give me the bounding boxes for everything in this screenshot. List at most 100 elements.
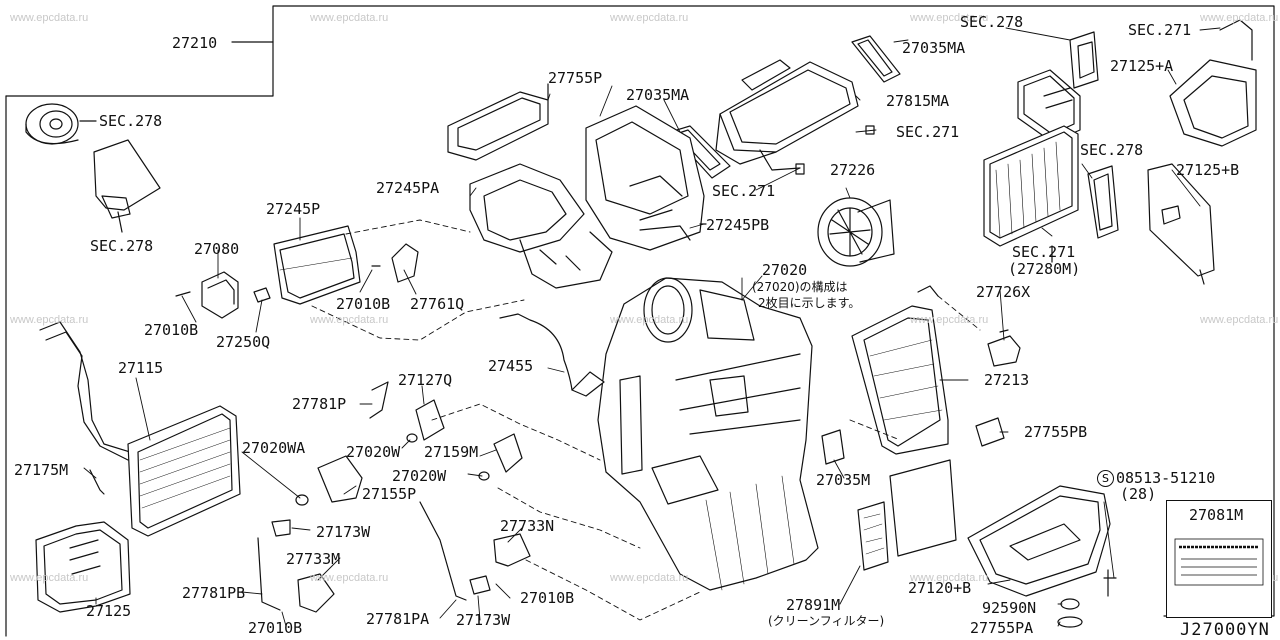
damper-27035m-part (821, 429, 845, 465)
label-clean-filter: (クリーンフィルター) (768, 614, 885, 628)
bracket-top-part (1069, 31, 1099, 89)
label-27455: 27455 (488, 357, 534, 375)
panel-27125b-part (1147, 163, 1215, 285)
label-27175m: 27175M (14, 461, 69, 479)
label-sec278: SEC.278 (90, 237, 154, 255)
rod-27781pb-part (257, 537, 281, 611)
assembly-guide-lines (311, 219, 981, 621)
label-sec278: SEC.278 (99, 112, 163, 130)
clip-27173w-b-part (469, 575, 491, 595)
label-27726x: 27726X (976, 283, 1031, 301)
watermark: www.epcdata.ru (610, 12, 689, 24)
clip-27173w-part (271, 519, 291, 537)
heater-core-27115-part (39, 321, 241, 537)
frame-27245p-part (273, 225, 361, 305)
duct-27245pa-part (469, 163, 613, 289)
diagram-code: J27000YN (1180, 620, 1270, 640)
label-92590n: 92590N (982, 599, 1037, 617)
watermark: www.epcdata.ru (310, 12, 389, 24)
drain-tray-27120b-part (967, 485, 1111, 597)
fan-motor-part (25, 103, 97, 145)
label-27155p: 27155P (362, 485, 417, 503)
label-27815ma: 27815MA (886, 92, 950, 110)
label-27781p: 27781P (292, 395, 347, 413)
label-27035ma: 27035MA (626, 86, 690, 104)
label-27173w: 27173W (316, 523, 371, 541)
label-27020w: 27020W (392, 467, 447, 485)
label-27781pb: 27781PB (182, 584, 246, 602)
label-quantity: (28) (1120, 485, 1157, 503)
label-27010b: 27010B (144, 321, 199, 339)
watermark: www.epcdata.ru (1200, 12, 1279, 24)
filter-block-part (983, 125, 1079, 247)
label-27733n: 27733N (500, 517, 555, 535)
washer-27020w-part (406, 433, 418, 443)
label-sec271: SEC.271 (712, 182, 776, 200)
duct-piece-part (93, 139, 161, 233)
label-27115: 27115 (118, 359, 164, 377)
label-27020-note: 2枚目に示します。 (758, 296, 861, 310)
watermark: www.epcdata.ru (10, 572, 89, 584)
label-27733m: 27733M (286, 550, 341, 568)
actuator-27733m-part (297, 573, 335, 613)
rod-27781pa-part (419, 501, 467, 601)
label-27010b: 27010B (248, 619, 303, 637)
watermark: www.epcdata.ru (910, 314, 989, 326)
label-27891m: 27891M (786, 596, 841, 614)
label-27245pb: 27245PB (706, 216, 770, 234)
screw-08513-part (1103, 569, 1117, 597)
label-27755pa: 27755PA (970, 619, 1034, 637)
actuator-27761q-part (371, 243, 419, 283)
label-27081m: 27081M (1189, 506, 1244, 524)
label-08513-51210: 08513-51210 (1116, 469, 1216, 487)
label-27226: 27226 (830, 161, 876, 179)
housing-27125a-part (1169, 19, 1257, 147)
label-27761q: 27761Q (410, 295, 465, 313)
label-27010b: 27010B (520, 589, 575, 607)
motor-27080-part (175, 271, 239, 319)
label-27280m: (27280M) (1008, 260, 1081, 278)
label-27120b: 27120+B (908, 579, 972, 597)
label-sticker-box: 27081M (1166, 500, 1272, 618)
watermark: www.epcdata.ru (910, 572, 989, 584)
gear-27155p-part (317, 455, 363, 503)
watermark: www.epcdata.ru (610, 572, 689, 584)
watermark: www.epcdata.ru (310, 572, 389, 584)
clean-filter-27891m-part (857, 459, 957, 571)
label-sec271: SEC.271 (1012, 243, 1076, 261)
label-27781pa: 27781PA (366, 610, 430, 628)
label-27035ma: 27035MA (902, 39, 966, 57)
label-27250q: 27250Q (216, 333, 271, 351)
grommet-92590n-part (1060, 598, 1080, 610)
label-sec271: SEC.271 (1128, 21, 1192, 39)
label-27125a: 27125+A (1110, 57, 1174, 75)
gasket-27755pb-part (975, 417, 1005, 447)
label-27020wa: 27020WA (242, 439, 306, 457)
actuator-27733n-part (493, 533, 531, 567)
wire-harness-27455-part (499, 313, 605, 397)
intake-housing-part (585, 105, 705, 251)
label-27755pb: 27755PB (1024, 423, 1088, 441)
panel-27213-part (851, 305, 949, 455)
label-27173w: 27173W (456, 611, 511, 629)
label-27245pa: 27245PA (376, 179, 440, 197)
duct-27125-part (35, 521, 131, 613)
gasket-27755p-part (447, 91, 549, 161)
watermark: www.epcdata.ru (10, 12, 89, 24)
leader-lines (83, 27, 1221, 627)
gasket-27755pa-part (1057, 616, 1083, 628)
label-27755p: 27755P (548, 69, 603, 87)
link-27159m-part (493, 433, 523, 473)
label-sec271: SEC.271 (896, 123, 960, 141)
watermark: www.epcdata.ru (910, 12, 989, 24)
label-27125b: 27125+B (1176, 161, 1240, 179)
label-sec278: SEC.278 (1080, 141, 1144, 159)
label-27127q: 27127Q (398, 371, 453, 389)
screw-symbol: S (1097, 470, 1114, 487)
label-sec278: SEC.278 (960, 13, 1024, 31)
label-27159m: 27159M (424, 443, 479, 461)
watermark: www.epcdata.ru (310, 314, 389, 326)
label-27213: 27213 (984, 371, 1030, 389)
